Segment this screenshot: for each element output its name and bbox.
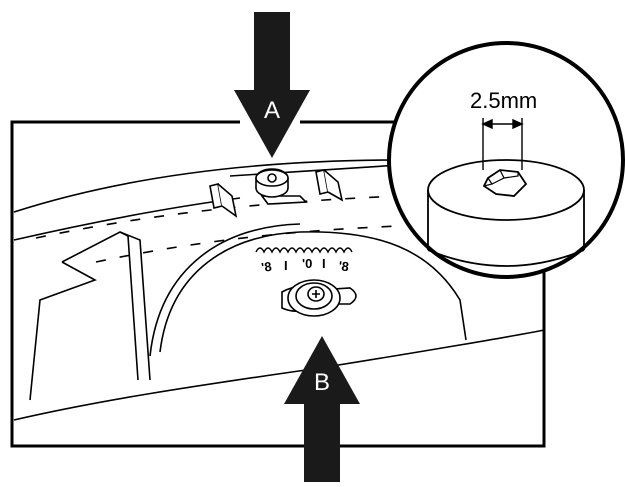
scale-mark: '8 [338, 258, 350, 274]
dimension-lines [481, 118, 524, 170]
knob-icon [281, 279, 357, 317]
arrow-a-label: A [264, 97, 280, 124]
frame [10, 120, 546, 448]
arrow-a: A [234, 12, 310, 158]
scale-mark: I [284, 258, 288, 273]
dial-plate [149, 223, 467, 357]
zoom-inset: 2.5mm [387, 41, 625, 279]
dimension-label: 2.5mm [470, 88, 537, 113]
left-bracket [29, 231, 151, 401]
scale-mark: '0 [302, 256, 312, 271]
screw-a [255, 168, 308, 205]
scale-mark: I [322, 256, 326, 271]
arrow-b-label: B [314, 369, 330, 396]
hex-socket-icon [482, 169, 528, 197]
scale-marks: '8 I '0 I '8 [260, 256, 350, 275]
posts [209, 169, 344, 218]
dial-notches [255, 247, 353, 254]
scale-mark: '8 [260, 259, 272, 275]
arrow-b: B [284, 336, 360, 482]
dashed-lines [35, 195, 401, 263]
